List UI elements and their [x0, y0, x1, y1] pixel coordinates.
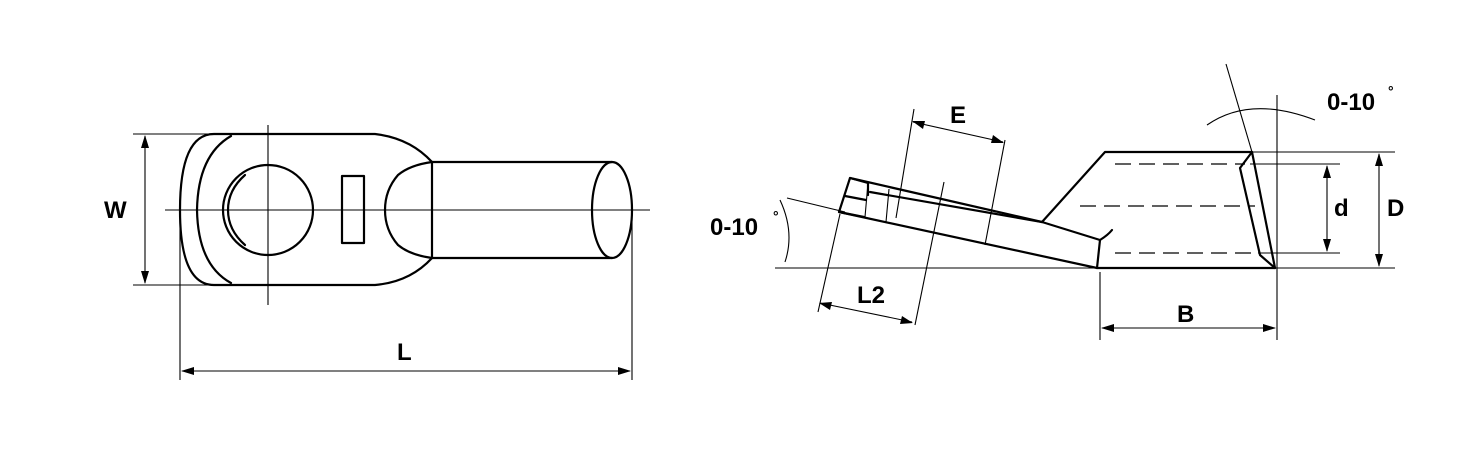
- e-dimension-line: [912, 121, 1004, 143]
- side-view: E L2 0-10 ° 0-10 ° d D: [710, 63, 1404, 340]
- label-e: E: [950, 102, 966, 129]
- d-arrow-bottom: [1323, 239, 1331, 252]
- top-view: W L: [104, 125, 650, 380]
- label-angle-left: 0-10: [710, 214, 758, 241]
- right-angle-ref-tilted: [1225, 63, 1253, 153]
- section-line: [914, 181, 945, 326]
- b-arrow-right: [1263, 324, 1276, 332]
- l2-arrow-left: [819, 302, 832, 310]
- label-b: B: [1177, 301, 1194, 328]
- label-angle-right-degree: °: [1388, 83, 1394, 99]
- w-arrow-bottom: [141, 271, 149, 284]
- label-bigd: D: [1387, 195, 1404, 222]
- label-d: d: [1334, 195, 1349, 222]
- l2-dimension-line: [819, 302, 913, 323]
- bigd-arrow-bottom: [1375, 254, 1383, 267]
- left-angle-ref-tilted: [786, 197, 846, 213]
- d-arrow-top: [1323, 165, 1331, 178]
- e-ext-left: [895, 108, 915, 219]
- l-arrow-right: [618, 367, 631, 375]
- bend-curve: [1098, 228, 1114, 242]
- palm-tongue-outline: [837, 176, 1102, 270]
- bigd-arrow-top: [1375, 153, 1383, 166]
- e-arrow-left: [912, 121, 925, 129]
- palm-top-edge: [868, 190, 1044, 224]
- w-arrow-top: [141, 135, 149, 148]
- e-arrow-right: [991, 135, 1004, 143]
- left-angle-arc: [779, 199, 790, 263]
- barrel-end-face: [1238, 150, 1277, 270]
- label-angle-left-degree: °: [773, 208, 779, 224]
- b-arrow-left: [1101, 324, 1114, 332]
- label-angle-right: 0-10: [1327, 89, 1375, 116]
- e-ext-right: [984, 139, 1006, 246]
- label-l: L: [397, 339, 412, 366]
- label-l2: L2: [857, 282, 885, 309]
- l2-ext-left: [817, 213, 841, 313]
- label-w: W: [104, 197, 127, 224]
- tip-line-2: [885, 188, 890, 223]
- tip-line-1: [864, 182, 869, 218]
- right-angle-arc: [1206, 108, 1316, 126]
- l-arrow-left: [181, 367, 194, 375]
- l2-arrow-right: [900, 316, 913, 324]
